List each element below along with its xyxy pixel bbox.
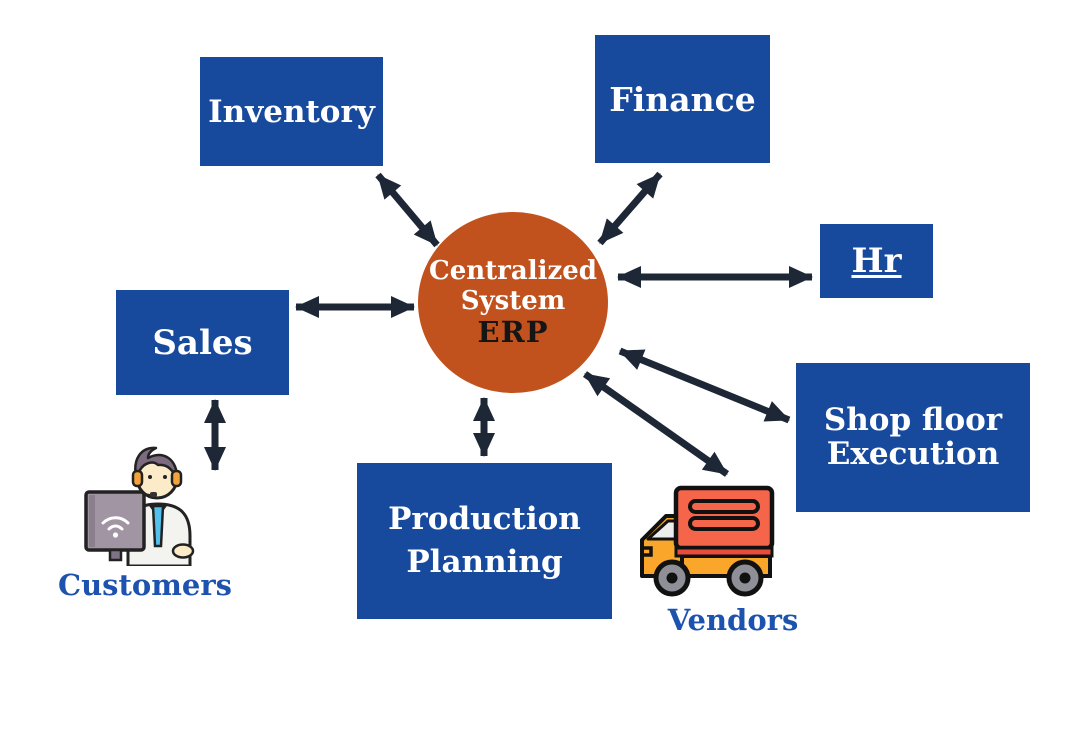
module-label-production: Production (388, 500, 581, 537)
arrow-erp-finance (597, 171, 663, 246)
arrow-erp-inventory (375, 172, 440, 248)
module-box-sales: Sales (116, 290, 289, 395)
module-box-inventory: Inventory (200, 57, 383, 166)
module-label-finance: Finance (609, 79, 756, 119)
vendors-label: Vendors (667, 603, 799, 637)
module-label-planning: Planning (406, 544, 563, 580)
customers-label: Customers (58, 568, 232, 602)
arrow-erp-vendors (582, 371, 730, 477)
module-box-production-planning: Production Planning (357, 463, 612, 619)
center-label-line1: Centralized (429, 255, 597, 286)
delivery-truck-icon (630, 482, 778, 598)
arrow-erp-shopfloor (618, 347, 791, 424)
module-box-hr: Hr (820, 224, 933, 298)
center-label-line2: System (460, 285, 566, 316)
module-label-sales: Sales (152, 322, 253, 363)
center-label-erp: ERP (477, 314, 549, 349)
module-box-finance: Finance (595, 35, 770, 163)
erp-center-node: Centralized System ERP (418, 212, 608, 393)
module-label-hr: Hr (851, 241, 902, 281)
module-label-inventory: Inventory (208, 93, 375, 130)
module-box-shop-floor-execution: Shop floor Execution (796, 363, 1030, 512)
customer-support-agent-icon (84, 446, 198, 566)
module-label-shop-floor: Shop floor (823, 402, 1003, 439)
module-label-execution: Execution (826, 435, 1000, 472)
